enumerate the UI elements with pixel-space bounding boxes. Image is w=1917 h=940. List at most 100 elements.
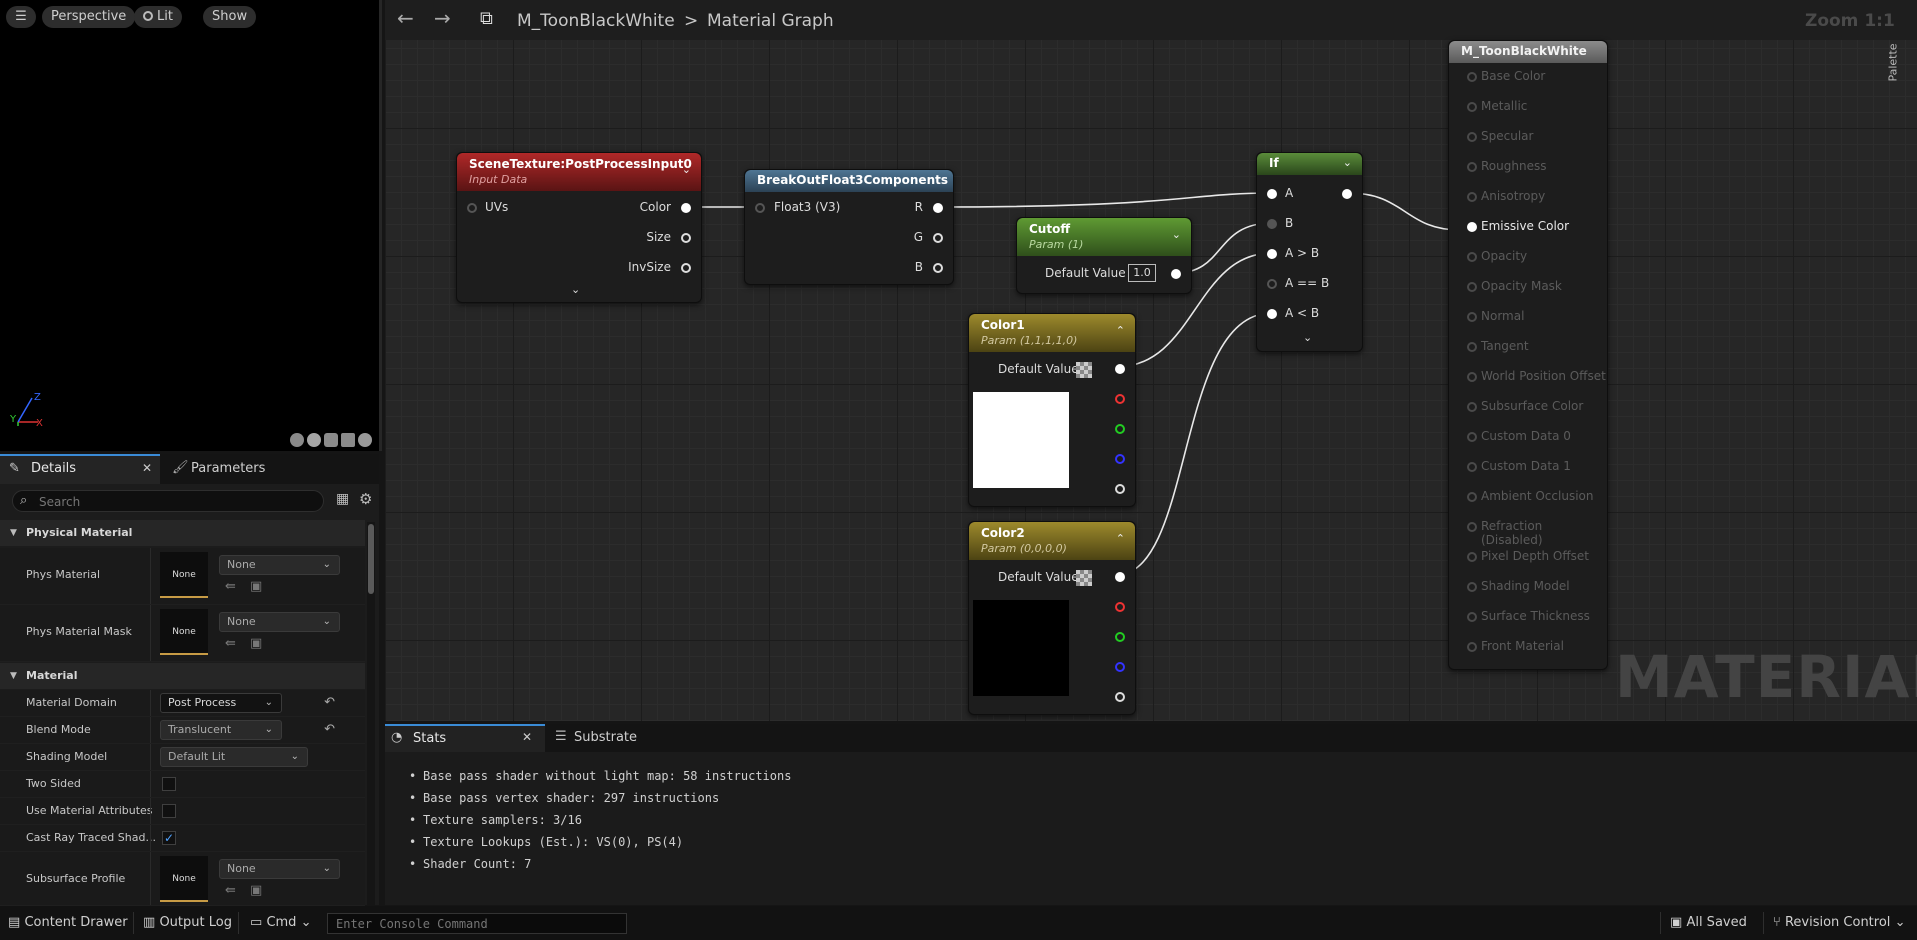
back-arrow-icon[interactable]: ← xyxy=(397,6,414,30)
pin-float3-input[interactable] xyxy=(755,203,765,213)
cutoff-value-input[interactable]: 1.0 xyxy=(1128,264,1156,282)
cast-ray-traced-checkbox[interactable]: ✓ xyxy=(162,831,176,845)
result-input-pin[interactable] xyxy=(1467,312,1477,322)
blend-mode-combo[interactable]: Translucent⌄ xyxy=(160,720,282,740)
cmd-dropdown[interactable]: ▭ Cmd ⌄ xyxy=(250,906,311,940)
result-input-pin[interactable] xyxy=(1467,372,1477,382)
pin-green-output[interactable] xyxy=(1115,424,1125,434)
two-sided-checkbox[interactable] xyxy=(162,777,176,791)
pin-color-output[interactable] xyxy=(681,203,691,213)
details-scrollbar-thumb[interactable] xyxy=(368,524,374,594)
node-result-header[interactable]: M_ToonBlackWhite xyxy=(1449,41,1607,63)
expand-advanced-icon[interactable]: ⌄ xyxy=(1303,331,1313,344)
node-color2-param[interactable]: Color2 Param (0,0,0,0) ⌃ Default Value xyxy=(968,521,1136,715)
preview-viewport[interactable]: ☰ Perspective Lit Show X Z Y xyxy=(0,0,382,451)
chevron-down-icon[interactable]: ⌄ xyxy=(1342,156,1352,169)
shading-model-combo[interactable]: Default Lit⌄ xyxy=(160,747,308,767)
category-material[interactable]: ▼ Material xyxy=(0,663,365,689)
pin-a-equals-b-input[interactable] xyxy=(1267,279,1277,289)
pin-uvs-input[interactable] xyxy=(467,203,477,213)
show-button[interactable]: Show xyxy=(203,6,257,28)
checker-swatch-icon[interactable] xyxy=(1076,570,1092,586)
pin-a-input[interactable] xyxy=(1267,189,1277,199)
node-cutoff-header[interactable]: Cutoff Param (1) ⌄ xyxy=(1017,218,1191,256)
breadcrumb-asset[interactable]: M_ToonBlackWhite xyxy=(517,11,675,31)
reset-to-default-icon[interactable]: ↶ xyxy=(324,722,335,737)
result-input-pin[interactable] xyxy=(1467,72,1477,82)
table-view-icon[interactable]: ▦ xyxy=(336,491,350,507)
browse-asset-icon[interactable]: ▣ xyxy=(250,883,263,898)
perspective-button[interactable]: Perspective xyxy=(42,6,136,28)
gear-icon[interactable]: ⚙ xyxy=(359,490,373,508)
close-tab-icon[interactable]: ✕ xyxy=(142,461,153,475)
result-input-pin[interactable] xyxy=(1467,402,1477,412)
result-input-pin[interactable] xyxy=(1467,612,1477,622)
tab-substrate[interactable]: ☰ Substrate xyxy=(549,724,669,752)
result-input-pin[interactable] xyxy=(1467,192,1477,202)
use-selected-icon[interactable]: ⇚ xyxy=(225,579,236,594)
material-graph-canvas[interactable]: ← → ⧉ M_ToonBlackWhite > Material Graph … xyxy=(385,0,1917,721)
preview-plane-icon[interactable] xyxy=(324,433,338,447)
tab-stats[interactable]: ◔ Stats ✕ xyxy=(385,724,545,752)
pin-red-output[interactable] xyxy=(1115,602,1125,612)
phys-material-mask-combo[interactable]: None⌄ xyxy=(219,612,340,632)
phys-material-combo[interactable]: None⌄ xyxy=(219,555,340,575)
result-input-pin[interactable] xyxy=(1467,492,1477,502)
pin-rgb-output[interactable] xyxy=(1115,364,1125,374)
tab-parameters[interactable]: 🖌 Parameters xyxy=(162,454,312,484)
all-saved-button[interactable]: ▣ All Saved xyxy=(1670,906,1747,940)
result-input-pin[interactable] xyxy=(1467,162,1477,172)
browse-asset-icon[interactable]: ▣ xyxy=(250,579,263,594)
node-color2-header[interactable]: Color2 Param (0,0,0,0) ⌃ xyxy=(969,522,1135,560)
pin-alpha-output[interactable] xyxy=(1115,484,1125,494)
node-if-header[interactable]: If ⌄ xyxy=(1257,153,1362,175)
lit-button[interactable]: Lit xyxy=(134,6,182,28)
result-input-pin[interactable] xyxy=(1467,132,1477,142)
node-if[interactable]: If ⌄ A B A > B A == B A < B ⌄ xyxy=(1256,152,1363,352)
chevron-down-icon[interactable]: ⌄ xyxy=(1171,228,1181,241)
pin-if-output[interactable] xyxy=(1342,189,1352,199)
browse-asset-icon[interactable]: ▣ xyxy=(250,636,263,651)
result-input-pin[interactable] xyxy=(1467,522,1477,532)
console-command-input[interactable] xyxy=(327,913,627,934)
result-input-pin[interactable] xyxy=(1467,582,1477,592)
result-input-pin[interactable] xyxy=(1467,282,1477,292)
pin-b-output[interactable] xyxy=(933,263,943,273)
material-domain-combo[interactable]: Post Process⌄ xyxy=(160,693,282,713)
details-search-input[interactable] xyxy=(37,492,321,512)
checker-swatch-icon[interactable] xyxy=(1076,362,1092,378)
breadcrumb-page[interactable]: Material Graph xyxy=(707,11,834,31)
node-cutoff-param[interactable]: Cutoff Param (1) ⌄ Default Value 1.0 xyxy=(1016,217,1192,294)
result-input-pin[interactable] xyxy=(1467,342,1477,352)
use-selected-icon[interactable]: ⇚ xyxy=(225,883,236,898)
use-selected-icon[interactable]: ⇚ xyxy=(225,636,236,651)
pin-cutoff-output[interactable] xyxy=(1171,269,1181,279)
result-input-pin[interactable] xyxy=(1467,462,1477,472)
close-tab-icon[interactable]: ✕ xyxy=(522,730,533,744)
preview-cube-icon[interactable] xyxy=(341,433,355,447)
node-scene-texture[interactable]: SceneTexture:PostProcessInput0 Input Dat… xyxy=(456,152,702,303)
preview-cylinder-icon[interactable] xyxy=(290,433,304,447)
content-drawer-button[interactable]: ▤ Content Drawer xyxy=(8,906,128,940)
pin-invsize-output[interactable] xyxy=(681,263,691,273)
chevron-down-icon[interactable]: ⌄ xyxy=(681,163,691,176)
result-input-pin[interactable] xyxy=(1467,432,1477,442)
node-breakout-header[interactable]: BreakOutFloat3Components xyxy=(745,170,953,192)
pin-green-output[interactable] xyxy=(1115,632,1125,642)
viewport-menu-button[interactable]: ☰ xyxy=(6,6,36,28)
result-input-pin[interactable] xyxy=(1467,642,1477,652)
node-breakout-float3[interactable]: BreakOutFloat3Components Float3 (V3) R G… xyxy=(744,169,954,285)
details-scrollbar[interactable] xyxy=(367,522,375,905)
chevron-up-icon[interactable]: ⌃ xyxy=(1115,532,1125,545)
preview-mesh-icon[interactable] xyxy=(358,433,372,447)
subsurface-profile-combo[interactable]: None⌄ xyxy=(219,859,340,879)
use-material-attributes-checkbox[interactable] xyxy=(162,804,176,818)
result-input-pin[interactable] xyxy=(1467,252,1477,262)
revision-control-button[interactable]: ⑂ Revision Control ⌄ xyxy=(1773,906,1905,940)
category-physical-material[interactable]: ▼ Physical Material xyxy=(0,520,365,546)
details-search-box[interactable]: ⌕ xyxy=(12,490,324,512)
pin-rgb-output[interactable] xyxy=(1115,572,1125,582)
result-input-pin[interactable] xyxy=(1467,102,1477,112)
pin-blue-output[interactable] xyxy=(1115,662,1125,672)
